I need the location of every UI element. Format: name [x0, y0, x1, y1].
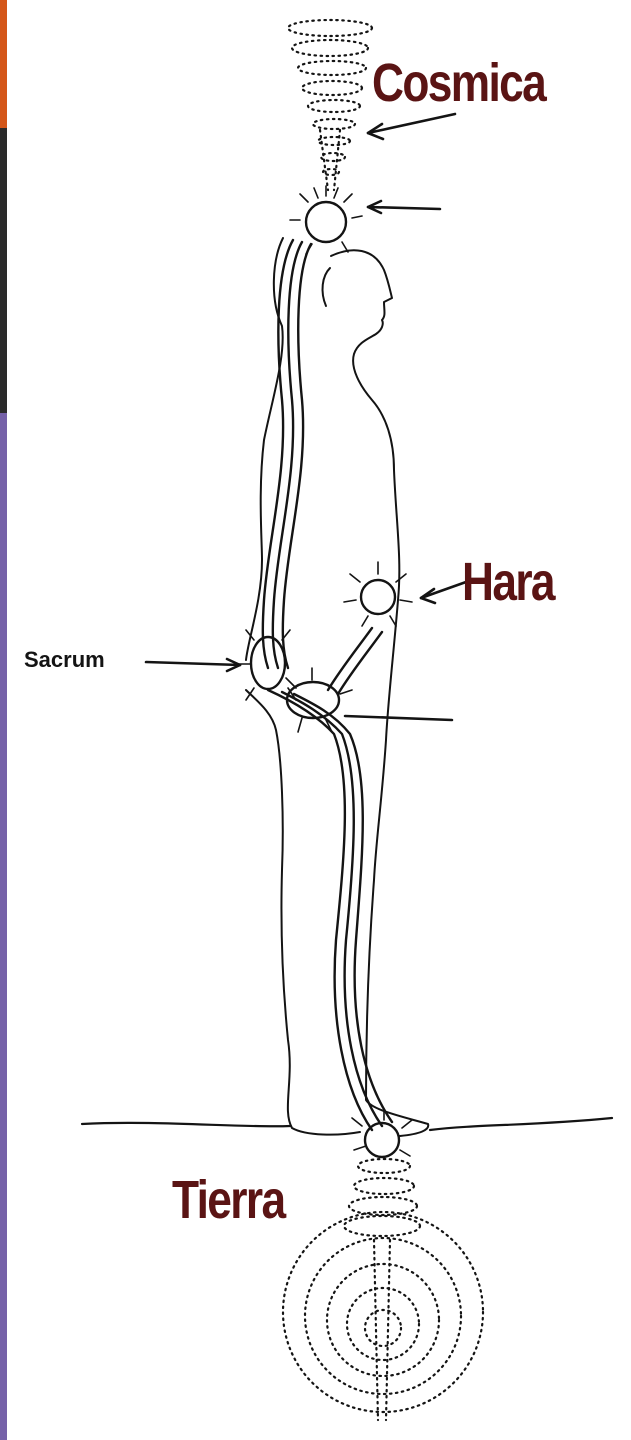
arrow-sacrum	[146, 662, 240, 665]
ground-line	[82, 1118, 612, 1130]
earth-vortex	[283, 1159, 483, 1420]
arrow-crown	[368, 207, 440, 209]
label-cosmica: Cosmica	[372, 56, 545, 110]
label-hara: Hara	[462, 555, 554, 609]
arrows	[146, 114, 466, 720]
label-sacrum: Sacrum	[24, 649, 105, 671]
crown-center	[306, 202, 346, 242]
arrow-hara	[421, 582, 466, 598]
energy-centres	[251, 202, 399, 1157]
sacrum-center	[251, 637, 285, 689]
arrow-perineum	[345, 716, 452, 720]
cosmic-vortex	[288, 20, 372, 190]
hara-center	[361, 580, 395, 614]
label-tierra: Tierra	[172, 1173, 284, 1227]
feet-center	[365, 1123, 399, 1157]
